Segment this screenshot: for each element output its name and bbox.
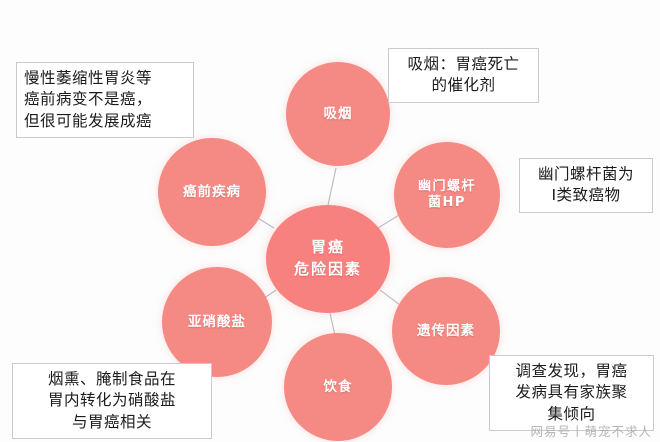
note-hp-line2: Ⅰ类致癌物 (551, 186, 621, 205)
note-genetic-line3: 集倾向 (547, 404, 596, 423)
connector-center-to-smoking (327, 167, 337, 206)
node-genetic-factors[interactable]: 遗传因素 (392, 277, 500, 385)
node-precancer-label-line1: 癌前疾病 (183, 183, 241, 200)
node-genetic-label-line1: 遗传因素 (417, 322, 475, 339)
node-nitrite[interactable]: 亚硝酸盐 (162, 267, 272, 377)
note-precancer-line2: 癌前病变不是癌， (24, 90, 153, 109)
note-precancer-line1: 慢性萎缩性胃炎等 (24, 69, 153, 87)
note-hp-line1: 幽门螺杆菌为 (537, 165, 634, 183)
note-precancer-line3: 但很可能发展成癌 (24, 111, 153, 130)
note-genetic-line1: 调查发现，胃癌 (515, 362, 628, 380)
node-hp-label-line1: 幽门螺杆 (417, 178, 476, 194)
note-nitrite-line2: 胃内转化为硝酸盐 (47, 391, 176, 410)
node-center-gastric-cancer-risk-factors[interactable]: 胃癌 危险因素 (266, 205, 390, 313)
watermark: 网易号丨萌宠不求人 (530, 424, 652, 439)
node-diet[interactable]: 饮食 (284, 333, 392, 441)
note-smoking-line2: 的催化剂 (431, 76, 496, 95)
note-smoking: 吸烟：胃癌死亡 的催化剂 (388, 48, 539, 103)
note-smoking-line1: 吸烟：胃癌死亡 (407, 55, 520, 73)
note-genetic-line2: 发病具有家族聚 (515, 383, 628, 402)
note-helicobacter-pylori: 幽门螺杆菌为 Ⅰ类致癌物 (519, 158, 653, 213)
note-nitrite-line3: 与胃癌相关 (71, 412, 152, 431)
node-smoking-label-line1: 吸烟 (323, 105, 353, 122)
note-genetic-factors: 调查发现，胃癌 发病具有家族聚 集倾向 (489, 355, 654, 432)
node-diet-label-line1: 饮食 (323, 378, 353, 395)
node-nitrite-label-line1: 亚硝酸盐 (188, 313, 246, 330)
note-nitrite-line1: 烟熏、腌制食品在 (47, 370, 176, 388)
node-hp-label-line2: 菌HP (428, 195, 466, 210)
center-label-line2: 危险因素 (293, 260, 362, 278)
center-label-line1: 胃癌 (310, 238, 345, 257)
node-helicobacter-pylori[interactable]: 幽门螺杆 菌HP (394, 142, 500, 248)
note-precancer-disease: 慢性萎缩性胃炎等 癌前病变不是癌， 但很可能发展成癌 (16, 62, 194, 139)
node-precancer-disease[interactable]: 癌前疾病 (158, 138, 266, 246)
note-nitrite: 烟熏、腌制食品在 胃内转化为硝酸盐 与胃癌相关 (12, 363, 212, 440)
node-smoking[interactable]: 吸烟 (286, 62, 390, 166)
